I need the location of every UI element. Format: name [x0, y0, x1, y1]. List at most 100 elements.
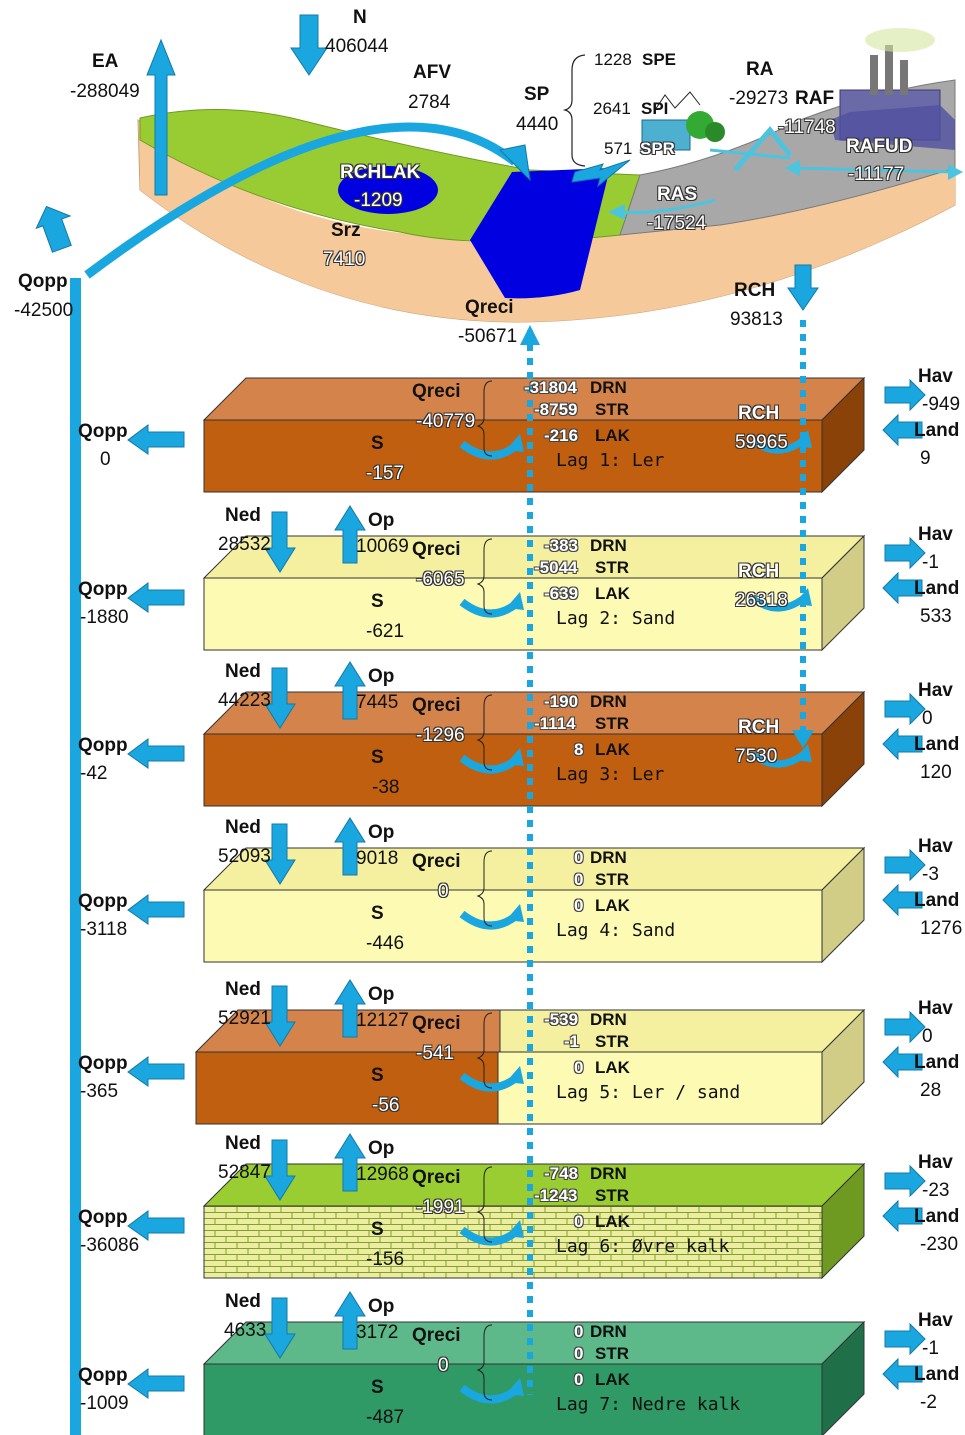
qopp-surface-label: Qopp: [18, 272, 68, 291]
lak-label: LAK: [595, 1371, 630, 1388]
ned-label: Ned: [225, 1134, 261, 1153]
drn-value: -383: [544, 537, 578, 554]
str-label: STR: [595, 559, 629, 576]
ned-value: 52847: [218, 1163, 271, 1182]
s-label: S: [371, 1378, 384, 1397]
qopp-surface-value: -42500: [14, 301, 73, 320]
qreci-value: -541: [416, 1044, 454, 1063]
ned-value: 52093: [218, 847, 271, 866]
ned-label: Ned: [225, 1292, 261, 1311]
str-value: -8759: [534, 401, 577, 418]
land-value: -2: [920, 1393, 937, 1412]
land-label: Land: [914, 1365, 959, 1384]
spi-label: SPI: [641, 100, 668, 117]
ras-label: RAS: [657, 185, 697, 204]
op-value: 3172: [356, 1323, 398, 1342]
lak-value: -216: [544, 427, 578, 444]
srz-value: 7410: [323, 250, 365, 269]
land-value: 533: [920, 607, 952, 626]
s-value: -446: [366, 934, 404, 953]
ned-value: 44223: [218, 691, 271, 710]
spe-value: 1228: [594, 51, 632, 68]
qreci-value: 0: [438, 1356, 449, 1375]
drn-value: 0: [574, 849, 583, 866]
str-value: -5044: [534, 559, 577, 576]
lak-value: 0: [574, 1371, 583, 1388]
land-value: 120: [920, 763, 952, 782]
drn-value: -748: [544, 1165, 578, 1182]
hav-value: 0: [922, 1027, 933, 1046]
qopp-up-arrow: [30, 200, 79, 255]
lak-label: LAK: [595, 897, 630, 914]
qreci-label: Qreci: [412, 382, 461, 401]
land-label: Land: [914, 891, 959, 910]
layer-name: Lag 1: Ler: [556, 452, 664, 470]
lak-label: LAK: [595, 585, 630, 602]
qreci-label: Qreci: [412, 540, 461, 559]
lak-value: 0: [574, 1213, 583, 1230]
hav-value: -3: [922, 865, 939, 884]
drn-label: DRN: [590, 379, 627, 396]
layer-block: [204, 848, 864, 962]
surface-landscape: [138, 28, 955, 322]
qreci-label: Qreci: [412, 852, 461, 871]
qopp-label: Qopp: [78, 580, 128, 599]
ra-value: -29273: [729, 89, 788, 108]
str-value: -1114: [534, 715, 576, 732]
qreci-value: -40779: [416, 412, 475, 431]
hav-label: Hav: [918, 367, 953, 386]
op-value: 12127: [356, 1011, 409, 1030]
str-value: -1243: [534, 1187, 577, 1204]
n-down-arrow: [291, 15, 327, 75]
str-value: 0: [574, 871, 583, 888]
ra-label: RA: [746, 60, 773, 79]
sp-label: SP: [524, 85, 549, 104]
land-value: 1276: [920, 919, 962, 938]
qreci-value: -6065: [416, 570, 465, 589]
drn-value: -190: [544, 693, 578, 710]
qopp-value: -3118: [80, 920, 127, 939]
ea-label: EA: [92, 52, 118, 71]
ned-value: 28532: [218, 535, 271, 554]
layer-block: [204, 1322, 864, 1435]
qopp-value: -1880: [80, 608, 129, 627]
hav-label: Hav: [918, 1153, 953, 1172]
qopp-value: 0: [100, 450, 111, 469]
lak-value: 0: [574, 897, 583, 914]
drn-value: -539: [544, 1011, 578, 1028]
layer-name: Lag 2: Sand: [556, 610, 675, 628]
land-value: -230: [920, 1235, 958, 1254]
rch-surface-label: RCH: [734, 281, 775, 300]
spi-value: 2641: [593, 100, 631, 117]
layer-name: Lag 3: Ler: [556, 766, 664, 784]
hav-label: Hav: [918, 525, 953, 544]
drn-value: 0: [574, 1323, 583, 1340]
lak-label: LAK: [595, 1213, 630, 1230]
op-value: 7445: [356, 693, 398, 712]
lak-value: -639: [544, 585, 578, 602]
qreci-label: Qreci: [412, 1014, 461, 1033]
qopp-label: Qopp: [78, 1366, 128, 1385]
op-label: Op: [368, 823, 394, 842]
drn-label: DRN: [590, 537, 627, 554]
land-label: Land: [914, 735, 959, 754]
op-label: Op: [368, 1139, 394, 1158]
rch-value: 59965: [735, 433, 788, 452]
drn-value: -31804: [524, 379, 577, 396]
raf-value: -11748: [778, 118, 836, 137]
ned-value: 4633: [224, 1321, 266, 1340]
ras-value: -17524: [647, 214, 706, 233]
rch-label: RCH: [738, 718, 779, 737]
ned-label: Ned: [225, 818, 261, 837]
rch-label: RCH: [738, 562, 779, 581]
op-label: Op: [368, 667, 394, 686]
hav-value: -23: [922, 1181, 949, 1200]
layer-name: Lag 7: Nedre kalk: [556, 1396, 740, 1414]
ned-label: Ned: [225, 980, 261, 999]
s-value: -156: [366, 1250, 404, 1269]
qreci-surface-label: Qreci: [465, 298, 514, 317]
qreci-value: 0: [438, 882, 449, 901]
op-label: Op: [368, 985, 394, 1004]
